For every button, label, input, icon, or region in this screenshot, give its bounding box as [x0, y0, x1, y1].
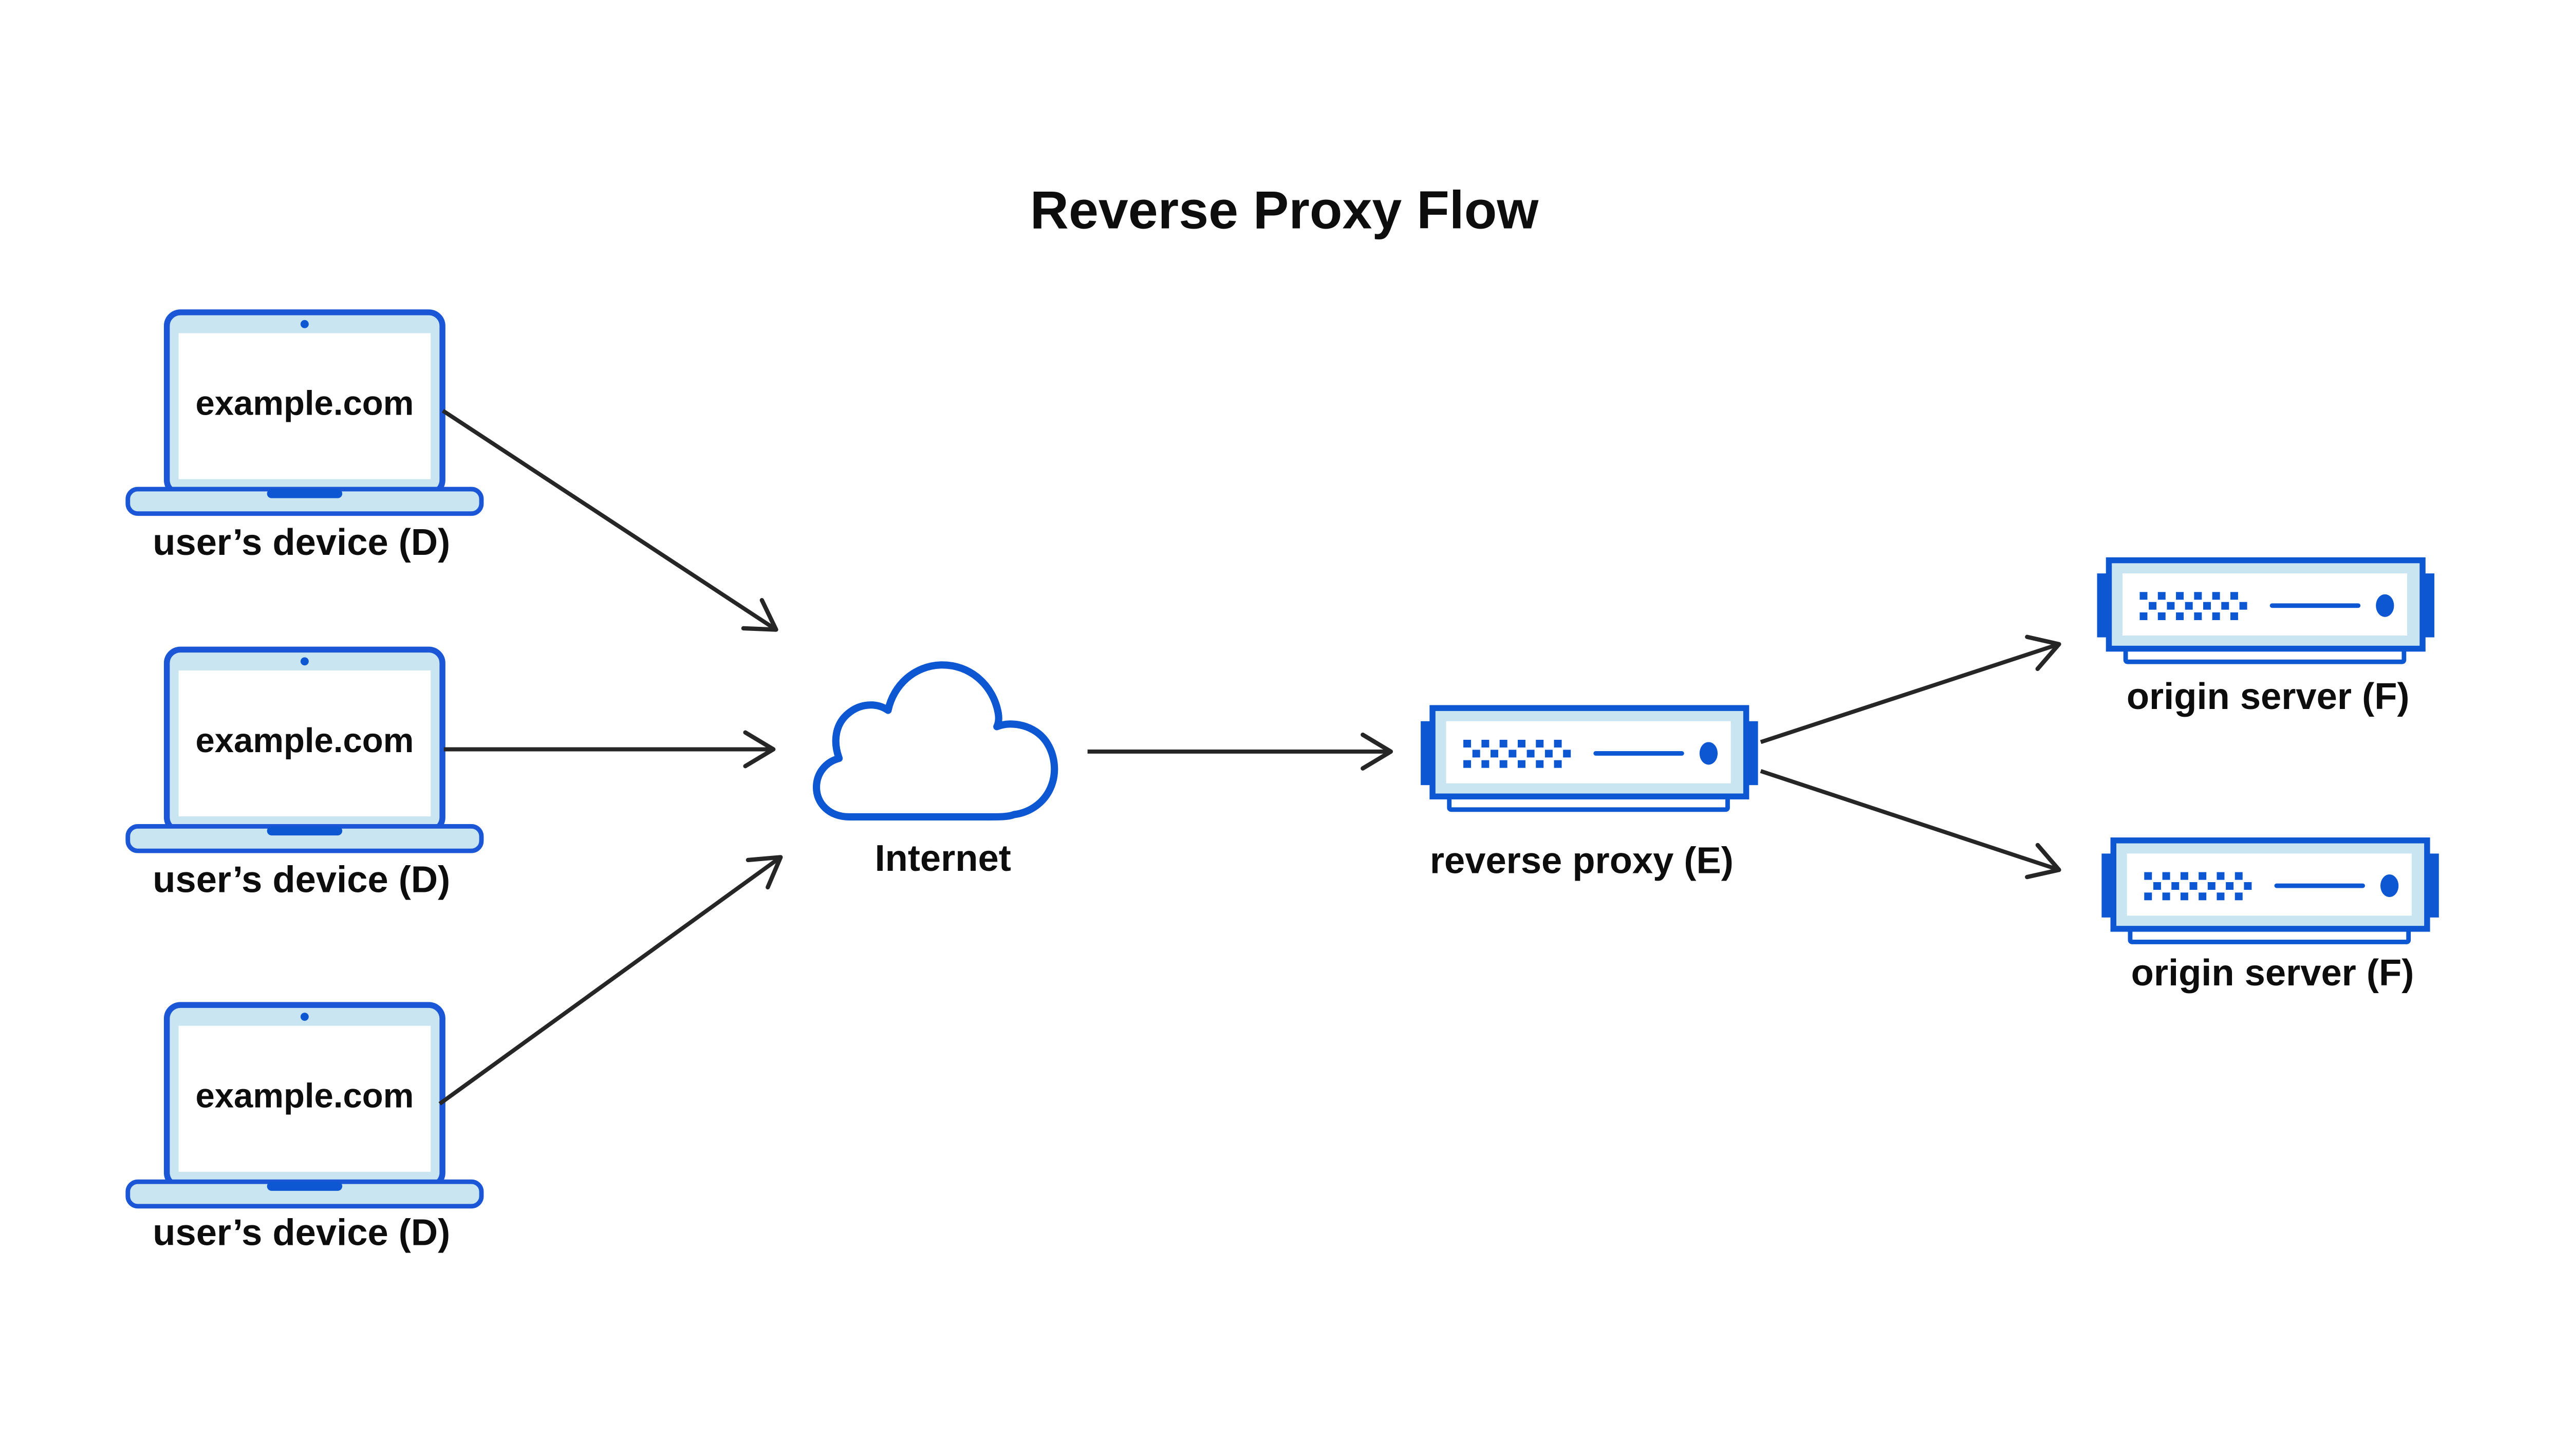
- server-icon: [1421, 708, 1758, 810]
- user-device-2: example.com user’s device (D): [128, 649, 481, 900]
- internet-label: Internet: [875, 838, 1011, 879]
- server-icon: [2101, 841, 2438, 942]
- user-device-1: example.com user’s device (D): [128, 312, 481, 563]
- reverse-proxy-node: reverse proxy (E): [1421, 708, 1758, 881]
- origin-server-1-node: origin server (F): [2097, 561, 2434, 717]
- device-screen-text: example.com: [195, 1076, 414, 1115]
- user-device-3: example.com user’s device (D): [128, 1005, 481, 1254]
- device-screen-text: example.com: [195, 721, 414, 760]
- origin-server-2-label: origin server (F): [2131, 953, 2414, 994]
- arrow-proxy-to-origin1: [1760, 634, 2061, 744]
- arrow-device1-to-internet: [441, 409, 778, 632]
- origin-server-1-label: origin server (F): [2127, 676, 2410, 717]
- arrow-proxy-to-origin2: [1760, 769, 2061, 880]
- internet-node: Internet: [812, 661, 1058, 879]
- device-label: user’s device (D): [153, 522, 450, 563]
- server-icon: [2097, 561, 2434, 662]
- page-title: Reverse Proxy Flow: [1030, 181, 1539, 240]
- device-screen-text: example.com: [195, 384, 414, 422]
- origin-server-2-node: origin server (F): [2101, 841, 2438, 994]
- reverse-proxy-label: reverse proxy (E): [1430, 840, 1734, 881]
- cloud-icon: [812, 661, 1058, 820]
- device-label: user’s device (D): [153, 1212, 450, 1254]
- arrow-device3-to-internet: [438, 855, 783, 1106]
- device-label: user’s device (D): [153, 859, 450, 900]
